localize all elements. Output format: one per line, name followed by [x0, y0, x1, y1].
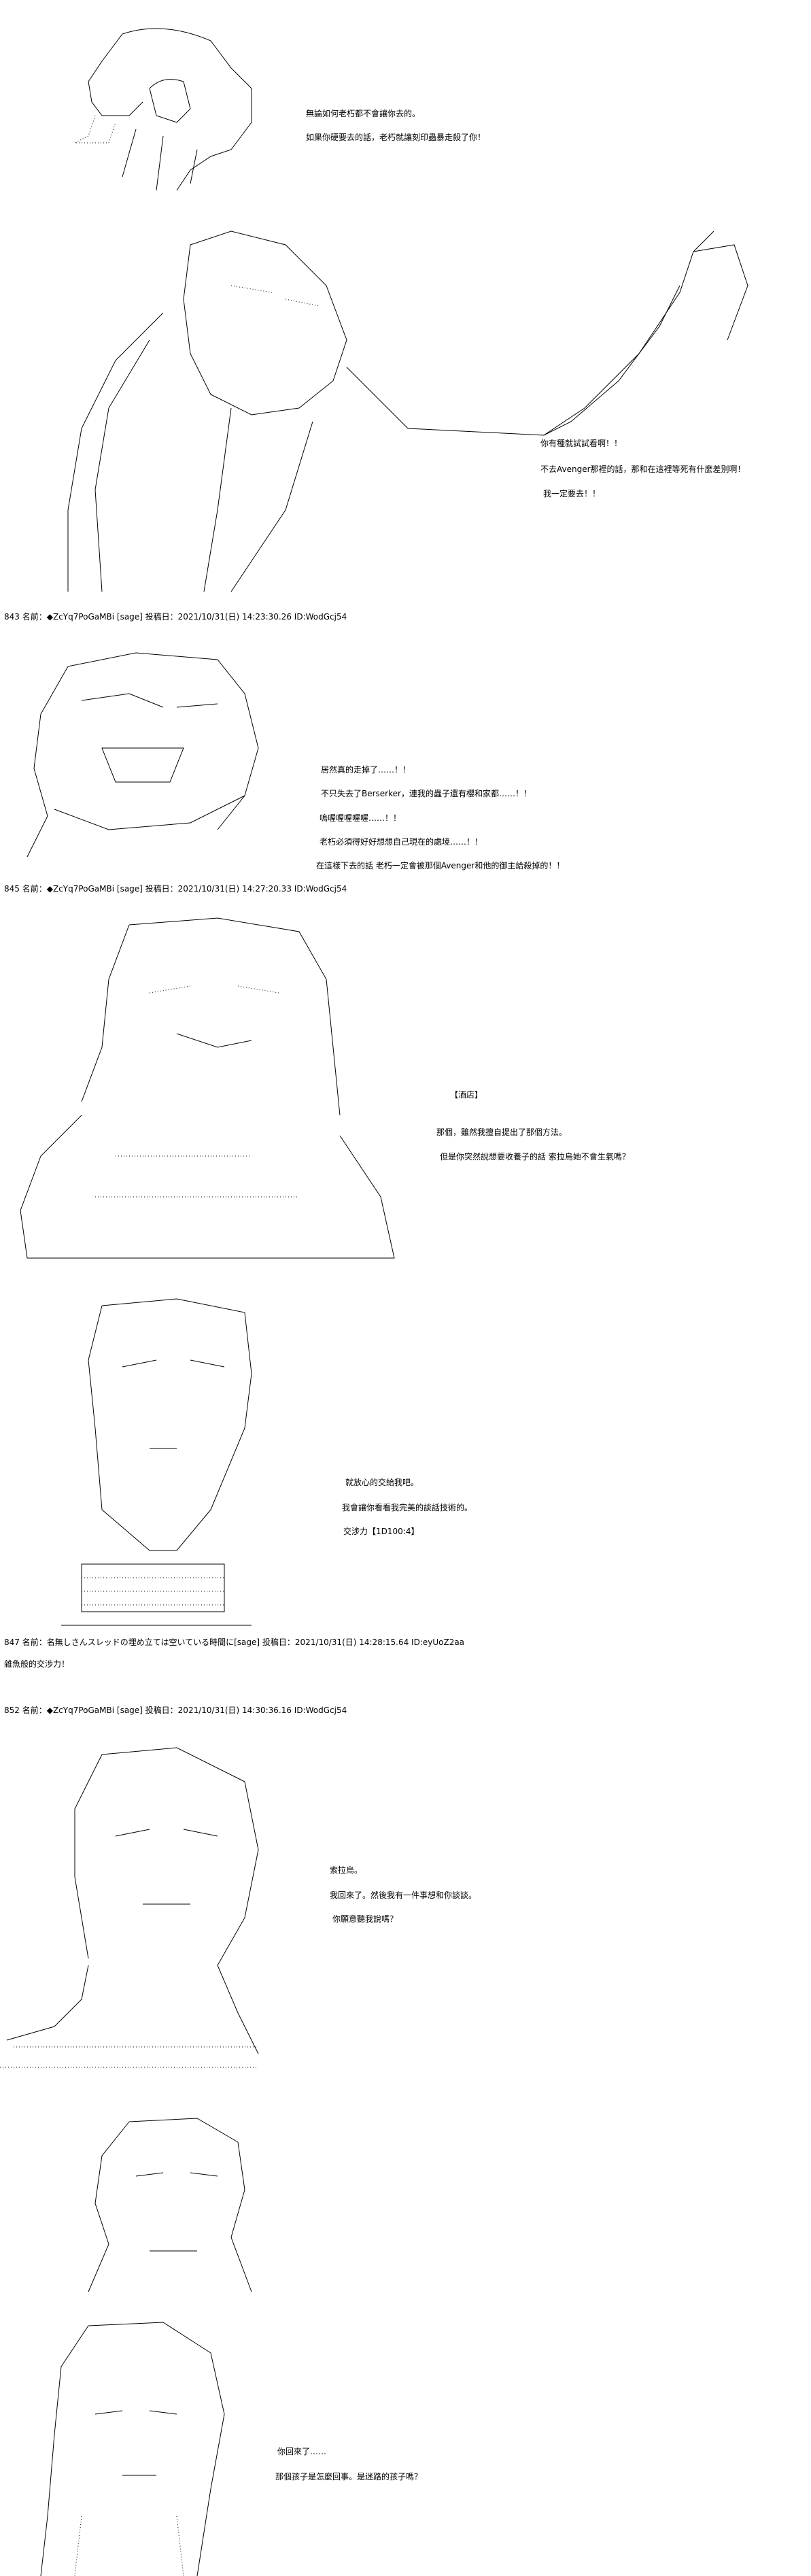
location-label: 【酒店】 [450, 1090, 483, 1100]
dialogue-line: 在這樣下去的話 老朽一定會被那個Avenger和他的御主給殺掉的！！ [316, 861, 565, 870]
dialogue-line: 我會讓你看看我完美的談話技術的。 [342, 1503, 473, 1512]
dice-roll: 交涉力【1D100:4】 [343, 1527, 419, 1536]
reply-text: 雜魚般的交涉力！ [4, 1659, 70, 1669]
post-header: 847 名前：名無しさんスレッドの埋め立ては空いている時間に[sage] 投稿日… [4, 1638, 465, 1647]
dialogue-line: 你有種就試試看啊！！ [540, 439, 623, 448]
ascii-art-zouken-shock [27, 652, 259, 858]
dialogue-line: 無論如何老朽都不會讓你去的。 [306, 109, 421, 118]
ascii-art-kayneth-smile [0, 1747, 259, 2068]
ascii-art-woman-hotel [20, 917, 395, 1259]
ascii-art-child [88, 2118, 252, 2292]
post-header: 845 名前：◆ZcYq7PoGaMBi [sage] 投稿日：2021/10/… [4, 884, 347, 894]
dialogue-line: 你回來了…… [277, 2447, 327, 2456]
dialogue-line: 你願意聽我說嗎？ [332, 1914, 398, 1924]
ascii-art-kayneth [61, 1298, 252, 1626]
dialogue-line: 索拉烏。 [330, 1865, 363, 1875]
ascii-art-zouken [74, 28, 252, 191]
dialogue-line: 嗚喔喔喔喔喔……！！ [320, 813, 402, 823]
dialogue-line: 不去Avenger那裡的話，那和在這裡等死有什麼差別啊！ [540, 464, 746, 474]
dialogue-line: 我回來了。然後我有一件事想和你談談。 [330, 1891, 477, 1900]
dialogue-line: 我一定要去！！ [543, 489, 601, 498]
dialogue-line: 不只失去了Berserker，連我的蟲子還有櫻和家都……！！ [321, 789, 532, 798]
dialogue-line: 那個孩子是怎麼回事。是迷路的孩子嗎？ [275, 2472, 423, 2481]
ascii-art-sola-ui [40, 2322, 225, 2576]
dialogue-line: 就放心的交給我吧。 [345, 1478, 419, 1487]
dialogue-line: 如果你硬要去的話，老朽就讓刻印蟲暴走殺了你！ [306, 133, 486, 142]
dialogue-line: 但是你突然說想要收養子的話 索拉烏她不會生氣嗎？ [440, 1152, 630, 1162]
dialogue-line: 那個，雖然我擅自提出了那個方法。 [436, 1128, 568, 1137]
ascii-art-kariya [67, 231, 748, 592]
post-header: 843 名前：◆ZcYq7PoGaMBi [sage] 投稿日：2021/10/… [4, 612, 347, 622]
dialogue-line: 居然真的走掉了……！！ [321, 765, 411, 775]
post-header: 852 名前：◆ZcYq7PoGaMBi [sage] 投稿日：2021/10/… [4, 1706, 347, 1715]
dialogue-line: 老朽必須得好好想想自己現在的處境……！！ [320, 837, 483, 847]
